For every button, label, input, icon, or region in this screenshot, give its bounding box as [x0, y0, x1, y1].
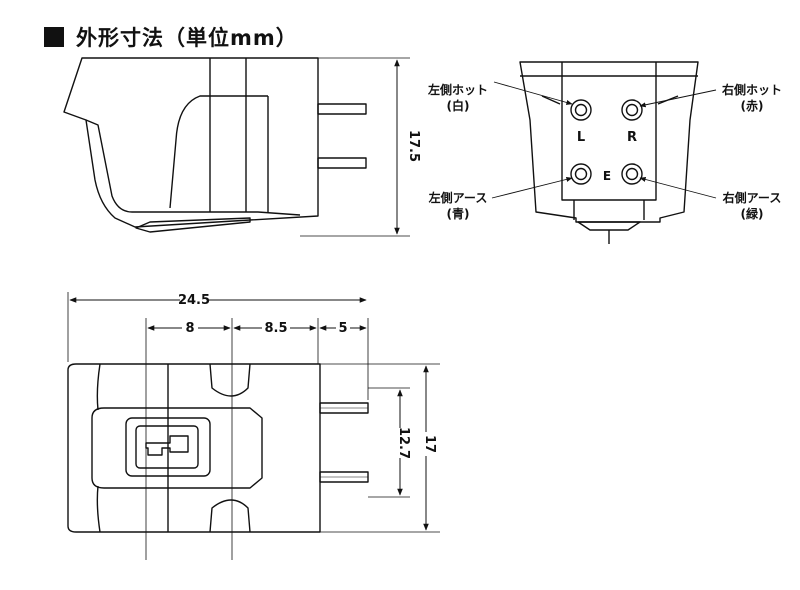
- label-right-hot-color: (赤): [741, 98, 764, 113]
- pin-l: [570, 99, 592, 121]
- mid-dim-label: 8.5: [264, 321, 287, 336]
- width-label-gap: [419, 432, 433, 456]
- leader-right-ground: [639, 177, 717, 199]
- width-label: 17: [422, 435, 437, 453]
- label-right-ground-color: (緑): [741, 206, 764, 221]
- top-stylus-carrier: [135, 425, 199, 469]
- leader-right-hot: [639, 89, 717, 108]
- label-left-hot-color: (白): [447, 98, 470, 113]
- side-front-curve: [169, 95, 268, 209]
- rear-pin-panel: [561, 62, 657, 201]
- label-left-ground-color: (青): [447, 206, 470, 221]
- leader-left-hot: [493, 81, 573, 105]
- pin-span-label-gap: [393, 428, 407, 458]
- top-stylus-window: [125, 417, 211, 477]
- top-front-curve-lower: [96, 485, 101, 533]
- front-dim-label: 8: [185, 321, 194, 336]
- mid-label-gap: [262, 320, 290, 336]
- length-label: 24.5: [178, 293, 210, 308]
- length-label-gap: [180, 292, 208, 308]
- rear-view: L R E 左側ホット (白) 右側ホット (赤) 左側アース (青) 右側アー…: [427, 61, 782, 244]
- pin-r: [621, 99, 643, 121]
- square-bullet-icon: [44, 27, 64, 47]
- side-stylus-cantilever: [135, 217, 251, 233]
- pin-e-mark: E: [603, 169, 611, 183]
- title-text: 外形寸法（単位mm）: [76, 26, 298, 50]
- pin-label-gap: [336, 320, 350, 336]
- pin-l-ground: [570, 163, 592, 185]
- side-pin-upper: [317, 103, 367, 115]
- pin-r-ground: [621, 163, 643, 185]
- side-shell-inner-line: [85, 119, 301, 216]
- top-stylus-tip: [145, 435, 189, 456]
- pin-span-label: 12.7: [396, 427, 411, 459]
- notch-top: [209, 363, 251, 397]
- rear-stylus-tip: [577, 221, 641, 231]
- label-left-ground: 左側アース: [428, 190, 488, 205]
- notch-bottom: [209, 499, 251, 533]
- leader-left-ground: [491, 176, 573, 199]
- top-view: 24.5 8 8.5 5 12.7 17: [67, 292, 440, 560]
- label-right-hot: 右側ホット: [721, 82, 782, 97]
- side-pin-lower: [317, 157, 367, 169]
- top-inner-frame: [91, 407, 263, 489]
- pin-l-mark: L: [577, 130, 585, 145]
- pin-r-mark: R: [627, 130, 637, 145]
- top-body-outline: [67, 363, 321, 533]
- height-label: 17.5: [406, 130, 421, 162]
- label-left-hot: 左側ホット: [427, 82, 488, 97]
- rear-bevel-left: [541, 95, 561, 105]
- label-right-ground: 右側アース: [722, 190, 782, 205]
- side-view: 17.5: [63, 57, 421, 237]
- top-front-curve-upper: [96, 363, 101, 411]
- rear-outline: [519, 61, 699, 223]
- pin-dim-label: 5: [338, 321, 347, 336]
- drawing-title: 外形寸法（単位mm）: [44, 22, 298, 52]
- front-label-gap: [182, 320, 198, 336]
